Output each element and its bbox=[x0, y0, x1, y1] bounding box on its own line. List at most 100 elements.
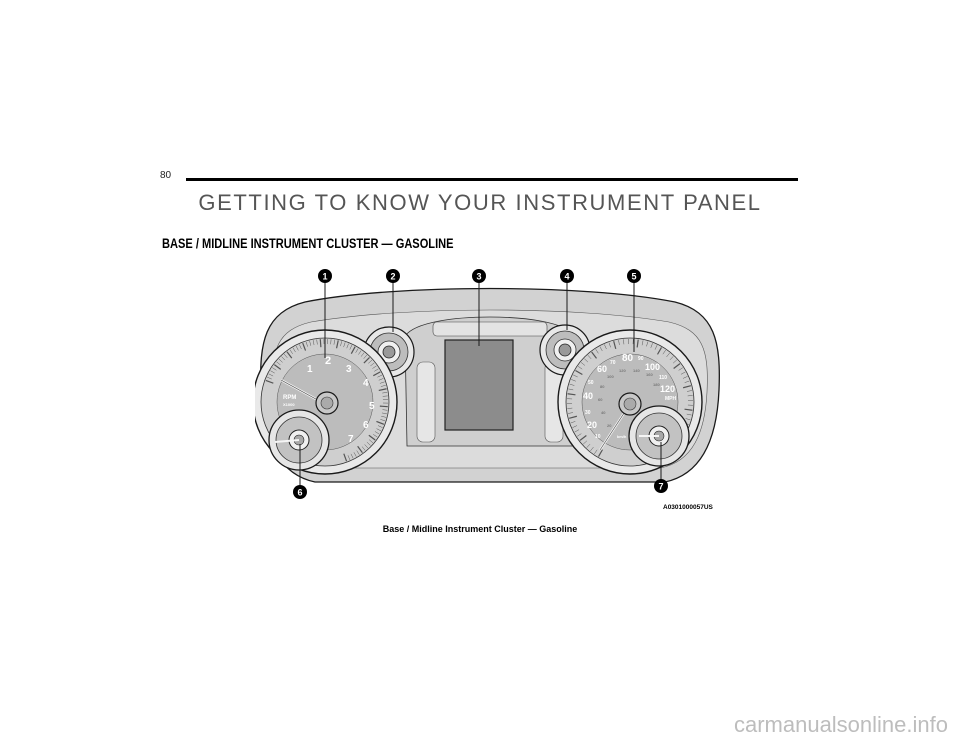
dial-tick bbox=[268, 373, 274, 377]
dial-tick bbox=[265, 379, 274, 384]
speed-minor-110: 110 bbox=[659, 375, 667, 381]
dial-tick bbox=[574, 429, 580, 433]
speed-kmh-20: 20 bbox=[607, 423, 612, 428]
speed-kmh-140: 140 bbox=[633, 368, 640, 373]
dial-tick bbox=[283, 353, 288, 359]
dial-tick bbox=[343, 453, 348, 462]
dial-tick bbox=[662, 349, 666, 355]
dial-tick bbox=[650, 343, 653, 348]
dial-tick bbox=[684, 380, 690, 383]
svg-text:1: 1 bbox=[322, 272, 327, 282]
dial-tick bbox=[568, 388, 574, 391]
speed-mph-20: 20 bbox=[587, 420, 597, 430]
dial-tick bbox=[340, 341, 343, 347]
dial-tick bbox=[346, 343, 349, 349]
dial-tick bbox=[376, 428, 382, 432]
instrument-cluster-illustration: 1 2 3 4 5 6 7 RPM X1000 bbox=[255, 269, 720, 499]
dial-tick bbox=[373, 434, 378, 438]
dial-tick bbox=[358, 350, 362, 355]
svg-text:5: 5 bbox=[631, 272, 636, 282]
tach-number-5: 5 bbox=[369, 401, 375, 412]
dial-tick bbox=[678, 367, 683, 371]
dial-tick bbox=[368, 434, 376, 441]
small-gauge-lower-left bbox=[268, 409, 330, 471]
dial-tick bbox=[335, 340, 339, 349]
svg-text:7: 7 bbox=[658, 482, 663, 492]
dial-tick bbox=[350, 453, 354, 459]
dial-tick bbox=[319, 339, 322, 348]
callout-3: 3 bbox=[472, 269, 486, 283]
speed-minor-90: 90 bbox=[638, 356, 644, 362]
dial-tick bbox=[312, 340, 315, 346]
speed-mph-unit: MPH bbox=[665, 396, 677, 402]
dial-tick bbox=[672, 359, 677, 364]
dial-tick bbox=[370, 362, 375, 367]
dial-tick bbox=[577, 433, 582, 437]
dial-tick bbox=[590, 446, 594, 452]
dial-tick bbox=[356, 450, 360, 455]
watermark: carmanualsonline.info bbox=[733, 712, 948, 737]
svg-text:2: 2 bbox=[390, 272, 395, 282]
dial-tick bbox=[685, 418, 691, 421]
dial-tick bbox=[646, 341, 649, 347]
speed-kmh-120: 120 bbox=[619, 368, 626, 373]
dial-tick bbox=[286, 351, 293, 359]
speed-mph-120: 120 bbox=[660, 384, 675, 394]
dial-tick bbox=[372, 365, 377, 369]
header-rule bbox=[186, 178, 798, 181]
tach-multiplier-label: X1000 bbox=[283, 402, 295, 407]
dial-tick bbox=[353, 452, 357, 457]
tach-number-7: 7 bbox=[348, 434, 354, 445]
dial-tick bbox=[270, 370, 275, 374]
dial-tick bbox=[584, 358, 589, 363]
dial-tick bbox=[299, 344, 302, 350]
dial-tick bbox=[376, 420, 385, 425]
dial-tick bbox=[360, 352, 365, 357]
dial-tick bbox=[583, 440, 588, 445]
speed-minor-70: 70 bbox=[610, 360, 616, 366]
dial-tick bbox=[636, 339, 639, 348]
dial-tick bbox=[623, 339, 625, 345]
dial-tick bbox=[378, 378, 384, 381]
dial-tick bbox=[568, 415, 578, 419]
dial-tick bbox=[682, 385, 692, 389]
dial-tick bbox=[292, 347, 296, 353]
dial-tick bbox=[361, 446, 366, 451]
speed-minor-30: 30 bbox=[585, 410, 591, 416]
dial-tick bbox=[380, 384, 386, 387]
dial-tick bbox=[373, 371, 381, 377]
dial-tick bbox=[267, 376, 272, 380]
dial-tick bbox=[378, 388, 387, 392]
dial-tick bbox=[379, 381, 385, 384]
dial-tick bbox=[572, 425, 578, 428]
dial-tick bbox=[309, 340, 312, 346]
dial-tick bbox=[577, 366, 583, 370]
dial-tick bbox=[684, 408, 693, 411]
dial-tick bbox=[302, 342, 307, 351]
speed-mph-80: 80 bbox=[622, 353, 634, 364]
dial-tick bbox=[586, 443, 591, 448]
tach-number-6: 6 bbox=[363, 420, 369, 431]
speed-kmh-100: 100 bbox=[607, 374, 614, 379]
instrument-cluster-figure: 1 2 3 4 5 6 7 RPM X1000 bbox=[255, 262, 725, 514]
dial-tick bbox=[289, 349, 293, 354]
dial-tick bbox=[573, 374, 578, 378]
callout-1: 1 bbox=[318, 269, 332, 283]
dial-tick bbox=[374, 431, 380, 435]
dial-tick bbox=[276, 361, 281, 366]
svg-text:6: 6 bbox=[297, 488, 302, 498]
dial-tick bbox=[570, 421, 576, 424]
dial-tick bbox=[567, 407, 573, 409]
tach-number-2: 2 bbox=[325, 355, 331, 367]
dial-tick bbox=[618, 340, 620, 346]
small-gauge-lower-right bbox=[628, 405, 690, 467]
dial-tick bbox=[380, 419, 386, 422]
dial-tick bbox=[604, 344, 607, 350]
dial-tick bbox=[613, 340, 617, 350]
dial-tick bbox=[587, 355, 592, 360]
dial-tick bbox=[374, 368, 379, 372]
svg-text:4: 4 bbox=[564, 272, 569, 282]
speed-kmh-60: 60 bbox=[598, 397, 603, 402]
page-number: 80 bbox=[160, 170, 172, 181]
center-hood bbox=[432, 321, 548, 337]
